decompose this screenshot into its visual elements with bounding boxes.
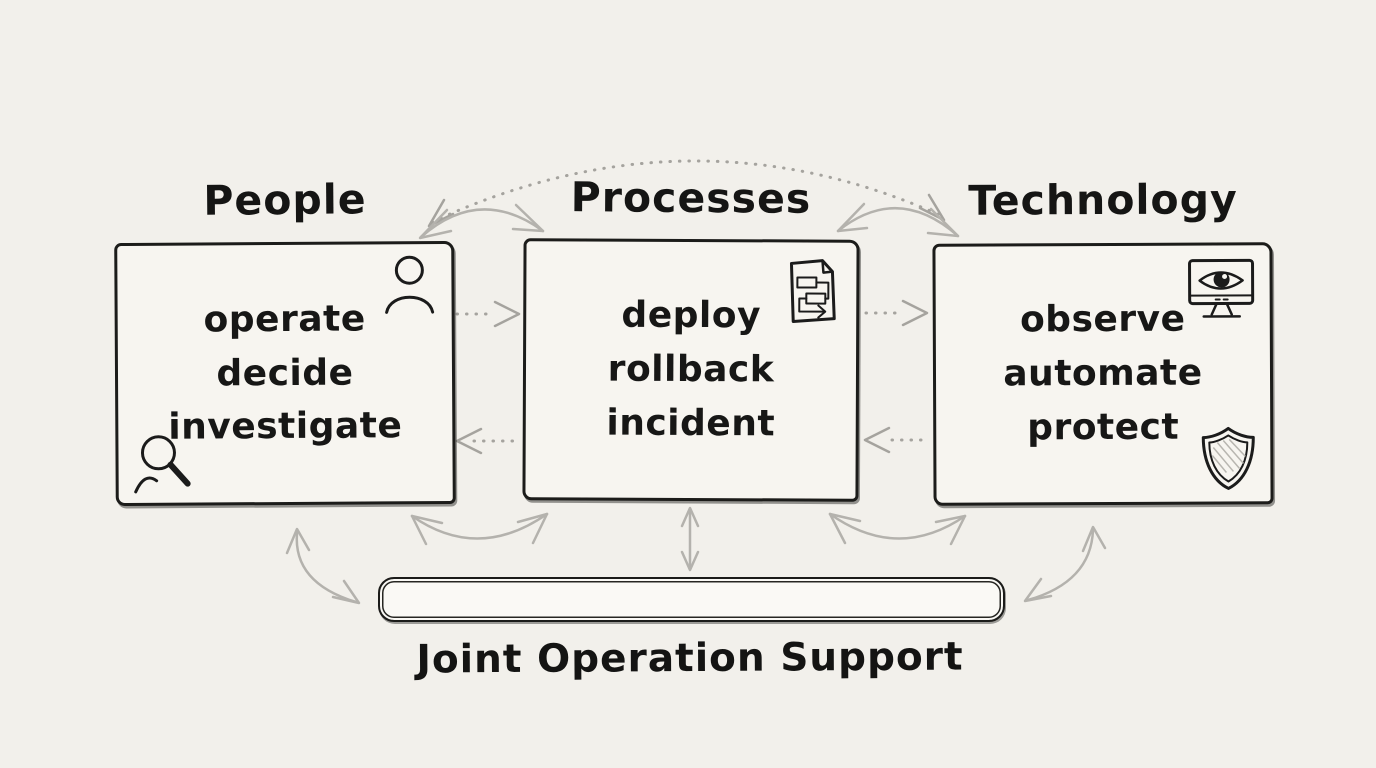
arrow-people-support (285, 527, 361, 605)
monitor-eye-icon (1185, 256, 1257, 324)
processes-word-incident: incident (606, 402, 776, 445)
dotted-arrow-processes-to-technology (864, 299, 929, 327)
group-title-processes: Processes (570, 173, 812, 223)
processes-word-deploy: deploy (621, 294, 762, 337)
arrow-processes-technology-bottom (828, 512, 967, 546)
people-word-decide: decide (216, 352, 354, 395)
technology-word-observe: observe (1019, 298, 1186, 341)
runbook-document-icon (784, 256, 842, 324)
group-title-people: People (203, 175, 367, 225)
person-icon (383, 254, 435, 316)
arrow-technology-support (1023, 525, 1107, 603)
group-title-technology: Technology (968, 175, 1238, 225)
dotted-arrow-processes-to-people (455, 427, 518, 455)
people-words: operate decide investigate (168, 298, 402, 448)
people-box: operate decide investigate (114, 240, 456, 507)
arrow-people-processes-bottom (410, 512, 549, 546)
dotted-arrow-people-to-processes (455, 300, 521, 328)
magnifying-glass-icon (124, 426, 216, 499)
shield-icon (1199, 425, 1257, 491)
joint-operation-support-label: Joint Operation Support (416, 634, 964, 683)
processes-box: deploy rollback incident (522, 238, 860, 502)
technology-word-automate: automate (1003, 352, 1203, 395)
technology-words: observe automate protect (1003, 298, 1203, 449)
technology-box: observe automate protect (932, 242, 1274, 506)
processes-words: deploy rollback incident (606, 294, 776, 445)
technology-word-protect: protect (1027, 406, 1180, 449)
people-word-operate: operate (203, 298, 366, 341)
arrow-processes-support-vertical (680, 506, 700, 572)
joint-operation-support-bar (378, 577, 1005, 622)
dotted-arrow-technology-to-processes (863, 426, 930, 454)
processes-word-rollback: rollback (607, 348, 775, 391)
